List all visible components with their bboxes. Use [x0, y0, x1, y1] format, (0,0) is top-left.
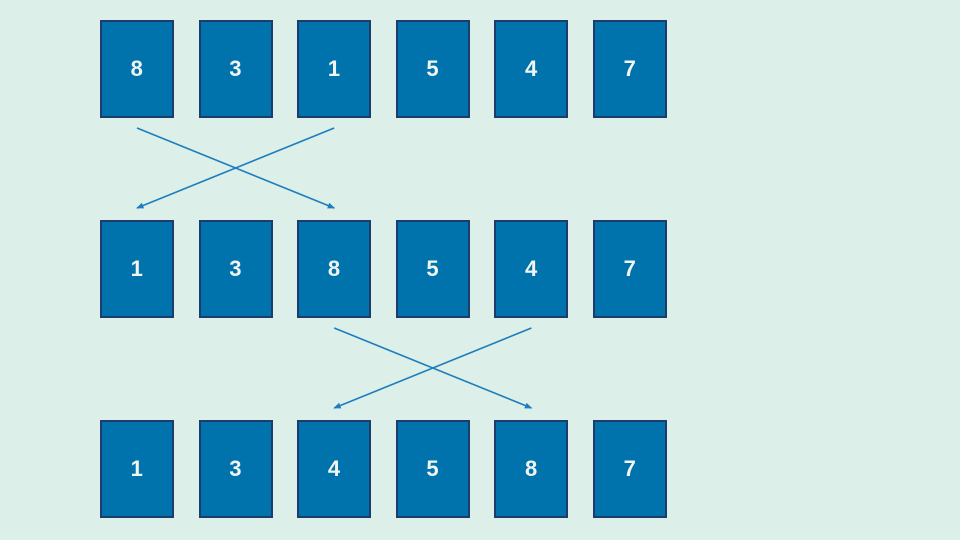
- array-cell: 5: [395, 220, 470, 318]
- cell-value: 1: [327, 56, 341, 81]
- array-cell: 4: [297, 420, 372, 518]
- array-row-step-3: 1 3 4 5 8 7: [100, 420, 667, 518]
- cell-value: 7: [623, 456, 637, 481]
- cell-value: 3: [229, 56, 242, 81]
- array-cell: 5: [395, 20, 470, 118]
- array-cell: 1: [297, 20, 372, 118]
- array-cell: 1: [100, 420, 174, 518]
- array-cell: 5: [395, 420, 470, 518]
- cell-value: 3: [229, 256, 242, 281]
- cell-value: 5: [426, 56, 440, 81]
- array-cell: 7: [592, 420, 667, 518]
- array-cell: 3: [198, 220, 273, 318]
- cell-value: 7: [623, 56, 637, 81]
- swap-arrow: [136, 127, 335, 209]
- array-cell: 3: [198, 20, 273, 118]
- array-cell: 8: [494, 420, 569, 518]
- cell-value: 4: [525, 56, 538, 81]
- cell-value: 5: [426, 256, 440, 281]
- array-row-step-1: 8 3 1 5 4 7: [100, 20, 667, 118]
- cell-value: 5: [426, 456, 440, 481]
- array-cell: 8: [297, 220, 372, 318]
- cell-value: 4: [525, 256, 538, 281]
- cell-value: 8: [130, 56, 144, 81]
- cell-value: 3: [229, 456, 242, 481]
- array-cell: 8: [100, 20, 174, 118]
- cell-value: 8: [327, 256, 341, 281]
- swap-arrow: [333, 327, 532, 409]
- cell-value: 7: [623, 256, 637, 281]
- cell-value: 1: [130, 456, 144, 481]
- array-cell: 3: [198, 420, 273, 518]
- swap-arrow: [333, 327, 533, 409]
- array-row-step-2: 1 3 8 5 4 7: [100, 220, 667, 318]
- cell-value: 4: [327, 456, 341, 481]
- cell-value: 8: [525, 456, 538, 481]
- array-cell: 7: [592, 20, 667, 118]
- array-cell: 1: [100, 220, 174, 318]
- array-cell: 4: [494, 20, 569, 118]
- array-cell: 7: [592, 220, 667, 318]
- array-cell: 4: [494, 220, 569, 318]
- cell-value: 1: [130, 256, 144, 281]
- swap-arrow: [136, 127, 336, 209]
